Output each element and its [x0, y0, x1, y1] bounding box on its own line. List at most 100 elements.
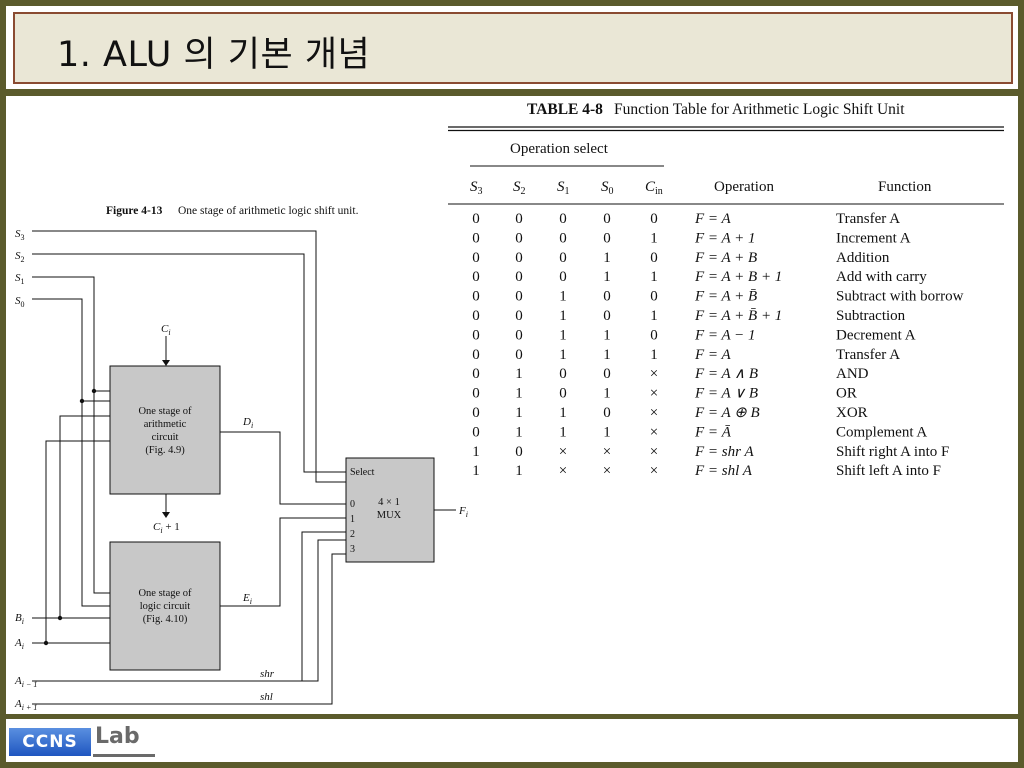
table-cell-r7-c3: 1: [603, 347, 611, 363]
table-cell-r12-c4: ×: [650, 444, 658, 460]
table-cell-r9-c4: ×: [650, 386, 658, 402]
table-cell-r9-c3: 1: [603, 386, 611, 402]
figure-caption-text: One stage of arithmetic logic shift unit…: [178, 205, 359, 217]
table-cell-r3-c3: 1: [603, 269, 611, 285]
table-cell-r6-c6: Decrement A: [836, 327, 916, 343]
table-cell-r9-c6: OR: [836, 386, 857, 402]
table-cell-r8-c1: 1: [515, 366, 523, 382]
table-cell-r11-c1: 1: [515, 424, 523, 440]
input-s0: S0: [15, 295, 25, 309]
table-cell-r5-c6: Subtraction: [836, 308, 906, 324]
table-cell-r10-c2: 1: [559, 405, 567, 421]
table-cell-r10-c6: XOR: [836, 405, 868, 421]
table-cell-r4-c4: 0: [650, 289, 658, 305]
table-cell-r2-c4: 0: [650, 250, 658, 266]
table-cell-r3-c0: 0: [472, 269, 480, 285]
table-cell-r1-c0: 0: [472, 230, 480, 246]
table-cell-r2-c5: F = A + B: [694, 250, 757, 266]
table-cell-r10-c4: ×: [650, 405, 658, 421]
table-cell-r0-c2: 0: [559, 211, 567, 227]
table-cell-r3-c6: Add with carry: [836, 269, 927, 285]
table-cell-r1-c2: 0: [559, 230, 567, 246]
table-cell-r11-c3: 1: [603, 424, 611, 440]
table-cell-r2-c1: 0: [515, 250, 523, 266]
table-cell-r9-c0: 0: [472, 386, 480, 402]
table-cell-r2-c3: 1: [603, 250, 611, 266]
title-divider: [6, 89, 1018, 96]
table-cell-r1-c5: F = A + 1: [694, 230, 756, 246]
table-cell-r3-c4: 1: [650, 269, 658, 285]
logo-underline: [93, 754, 155, 757]
table-cell-r13-c0: 1: [472, 463, 480, 479]
table-cell-r2-c0: 0: [472, 250, 480, 266]
table-cell-r11-c0: 0: [472, 424, 480, 440]
table-cell-r5-c2: 1: [559, 308, 567, 324]
table-cell-r6-c4: 0: [650, 327, 658, 343]
header-s0: S0: [601, 179, 614, 197]
logic-block-line3: (Fig. 4.10): [143, 614, 188, 625]
table-cell-r4-c6: Subtract with borrow: [836, 289, 964, 305]
table-cell-r0-c1: 0: [515, 211, 523, 227]
table-cell-r10-c1: 1: [515, 405, 523, 421]
table-cell-r12-c0: 1: [472, 444, 480, 460]
mux-input-1: 1: [350, 514, 355, 525]
table-cell-r8-c0: 0: [472, 366, 480, 382]
table-cell-r2-c6: Addition: [836, 250, 890, 266]
table-cell-r7-c5: F = A: [694, 347, 732, 363]
mux-name-line1: 4 × 1: [378, 497, 400, 508]
table-cell-r7-c0: 0: [472, 347, 480, 363]
mux-name-line2: MUX: [377, 510, 402, 521]
table-cell-r13-c6: Shift left A into F: [836, 463, 941, 479]
table-cell-r7-c4: 1: [650, 347, 658, 363]
table-cell-r0-c5: F = A: [694, 211, 732, 227]
mux-input-2: 2: [350, 529, 355, 540]
table-cell-r0-c3: 0: [603, 211, 611, 227]
arith-block-line1: One stage of: [138, 406, 192, 417]
arith-block-line3: circuit: [152, 432, 179, 443]
table-cell-r1-c4: 1: [650, 230, 658, 246]
table-cell-r13-c5: F = shl A: [694, 463, 753, 479]
table-cell-r10-c0: 0: [472, 405, 480, 421]
diagram-arrowheads: [162, 360, 170, 518]
input-s1: S1: [15, 272, 25, 286]
diagram-wires: [32, 230, 456, 705]
table-cell-r1-c1: 0: [515, 230, 523, 246]
ei-label: Ei: [242, 592, 252, 606]
input-ai-minus-1: Ai − 1: [14, 675, 37, 689]
operation-select-header: Operation select: [510, 141, 609, 157]
table-cell-r5-c4: 1: [650, 308, 658, 324]
logic-block-line1: One stage of: [138, 588, 192, 599]
table-cell-r12-c6: Shift right A into F: [836, 444, 949, 460]
di-label: Di: [242, 416, 253, 430]
table-cell-r10-c3: 0: [603, 405, 611, 421]
table-cell-r5-c1: 0: [515, 308, 523, 324]
table-cell-r8-c4: ×: [650, 366, 658, 382]
footer-divider: [6, 714, 1018, 719]
table-cell-r8-c2: 0: [559, 366, 567, 382]
figure-caption-number: Figure 4-13: [106, 205, 163, 217]
table-cell-r13-c2: ×: [559, 463, 567, 479]
table-cell-r4-c2: 1: [559, 289, 567, 305]
table-cell-r0-c4: 0: [650, 211, 658, 227]
carry-in-label: Ci: [161, 323, 171, 337]
table-cell-r3-c1: 0: [515, 269, 523, 285]
table-cell-r4-c3: 0: [603, 289, 611, 305]
table-cell-r5-c3: 0: [603, 308, 611, 324]
arith-block-line4: (Fig. 4.9): [145, 445, 185, 456]
table-cell-r1-c6: Increment A: [836, 230, 911, 246]
table-cell-r5-c0: 0: [472, 308, 480, 324]
slide-content: TABLE 4-8 Function Table for Arithmetic …: [6, 96, 1018, 714]
table-cell-r8-c6: AND: [836, 366, 869, 382]
table-cell-r9-c1: 1: [515, 386, 523, 402]
logic-circuit-block: [109, 541, 221, 671]
header-cin: Cin: [645, 179, 663, 197]
arith-block-line2: arithmetic: [144, 419, 187, 430]
shr-label: shr: [260, 668, 275, 680]
table-cell-r11-c5: F = Ā: [694, 424, 732, 440]
header-s1: S1: [557, 179, 570, 197]
mux-input-0: 0: [350, 499, 355, 510]
table-cell-r4-c0: 0: [472, 289, 480, 305]
junction-dots: [43, 388, 97, 646]
table-cell-r6-c3: 1: [603, 327, 611, 343]
